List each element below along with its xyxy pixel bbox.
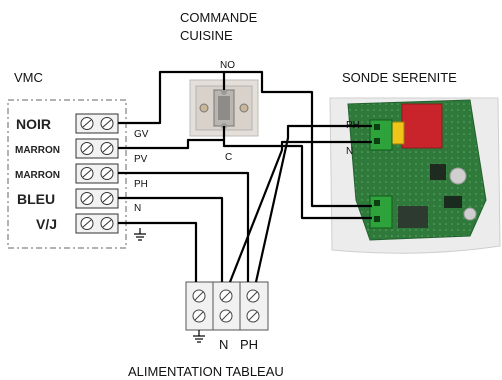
wire-n bbox=[118, 196, 224, 282]
vmc-terminal-block: NOIR MARRON MARRON BLEU V/J bbox=[7, 99, 127, 249]
wire-label-ph: PH bbox=[134, 179, 148, 190]
sonde-terminal-n-label: N bbox=[346, 146, 353, 157]
tableau-terminal-ph-label: PH bbox=[240, 337, 258, 352]
sonde-title: SONDE SERENITE bbox=[342, 70, 457, 85]
wire-label-pv: PV bbox=[134, 154, 148, 165]
vmc-row-bleu: BLEU bbox=[17, 188, 119, 209]
sonde-terminal-bottom bbox=[369, 195, 393, 229]
vmc-row-noir: NOIR bbox=[16, 113, 119, 134]
wire-label-gv: GV bbox=[134, 129, 149, 140]
transformer-block bbox=[401, 103, 443, 149]
wire-c-to-sonde bbox=[222, 140, 372, 220]
vmc-terminal-label: BLEU bbox=[17, 191, 55, 207]
sonde-serenite-board bbox=[329, 97, 501, 254]
vmc-terminal-label: MARRON bbox=[15, 145, 60, 156]
vmc-terminal-label: V/J bbox=[36, 216, 57, 232]
earth-icon bbox=[193, 330, 205, 343]
wire-pv bbox=[118, 126, 226, 150]
wire-gv bbox=[118, 70, 226, 125]
vmc-terminal-label: MARRON bbox=[15, 170, 60, 181]
tableau-terminal-n-label: N bbox=[219, 337, 228, 352]
wire-earth bbox=[118, 221, 198, 282]
wires bbox=[118, 70, 372, 283]
vmc-row-marron-2: MARRON bbox=[15, 163, 119, 184]
vmc-row-marron-1: MARRON bbox=[15, 138, 119, 159]
vmc-row-vj: V/J bbox=[36, 213, 119, 234]
alimentation-terminal-block bbox=[185, 281, 269, 331]
wire-sonde-ph bbox=[254, 124, 372, 283]
sonde-terminal-top bbox=[369, 119, 393, 151]
vmc-title: VMC bbox=[14, 70, 43, 85]
commande-title-line2: CUISINE bbox=[180, 28, 233, 43]
wire-ph bbox=[118, 171, 250, 282]
switch-no-label: NO bbox=[220, 60, 235, 71]
commande-title-line1: COMMANDE bbox=[180, 10, 258, 25]
wire-no-to-sonde bbox=[224, 70, 372, 208]
alimentation-title: ALIMENTATION TABLEAU bbox=[128, 364, 284, 379]
vmc-terminal-label: NOIR bbox=[16, 116, 51, 132]
wire-label-n: N bbox=[134, 203, 141, 214]
earth-icon bbox=[134, 228, 146, 241]
switch-c-label: C bbox=[225, 152, 232, 163]
wire-sonde-n bbox=[228, 140, 372, 283]
